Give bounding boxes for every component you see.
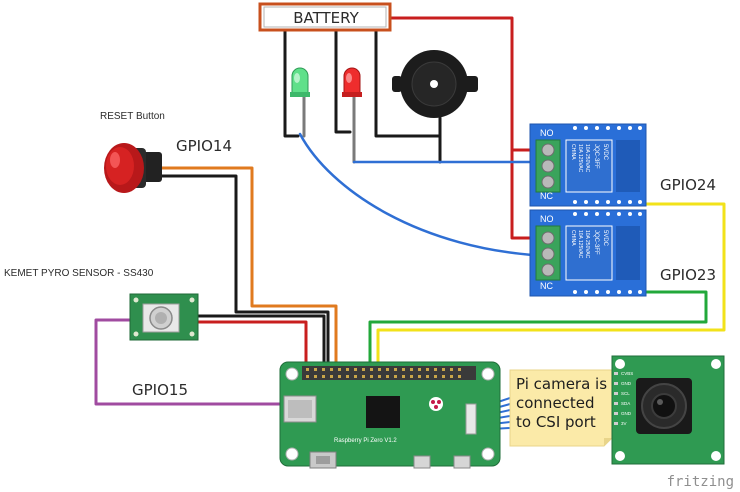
battery: BATTERY — [258, 2, 392, 32]
gpio23-label: GPIO23 — [660, 266, 716, 284]
camera-pin-label: SCL — [621, 391, 630, 396]
relay2-nc-label: NC — [540, 281, 553, 291]
relay2-brand: JQC-3FF — [593, 230, 599, 255]
camera-pin-label: GND — [621, 411, 632, 416]
buzzer — [392, 50, 478, 118]
relay-module-2: NO NC 5VDC JQC-3FF 10A 250VAC 10A 125VAC… — [529, 209, 647, 297]
camera-pin-label: SDA — [621, 401, 630, 406]
relay1-spec-2: 10A 125VAC — [577, 144, 583, 173]
relay2-made-in: CHINA — [570, 230, 576, 246]
relay2-spec-1: 10A 250VAC — [584, 230, 590, 259]
wire-battery-black-2 — [334, 28, 352, 134]
reset-button: RESET Button — [100, 111, 165, 193]
relay1-brand: JQC-3FF — [593, 144, 599, 169]
wire-battery-black-3 — [374, 28, 442, 138]
relay2-no-label: NO — [540, 214, 554, 224]
wire-reset-orange — [158, 166, 338, 372]
battery-label: BATTERY — [293, 9, 359, 27]
wire-reset-black — [158, 174, 330, 372]
pyro-sensor-label: KEMET PYRO SENSOR - SS430 — [4, 268, 154, 279]
relay1-no-label: NO — [540, 128, 554, 138]
fritzing-watermark: fritzing — [667, 474, 734, 490]
wire-pyro-purple — [94, 318, 302, 406]
camera-pin-label: 3V — [621, 421, 627, 426]
gpio14-label: GPIO14 — [176, 137, 232, 155]
wire-battery-black-1 — [283, 28, 300, 138]
relay1-coil: 5VDC — [602, 144, 608, 161]
camera-pin-label: GND — [621, 381, 632, 386]
relay1-nc-label: NC — [540, 191, 553, 201]
wire-gpio23-green — [368, 290, 708, 372]
raspberry-pi-zero: Raspberry Pi Zero V1.2 — [279, 361, 501, 469]
note-line-2: connected — [516, 394, 595, 412]
camera-pins: CVBS GND SCL SDA GND 3V — [614, 371, 633, 426]
note-line-3: to CSI port — [516, 413, 596, 431]
relay-module-1: NO NC 5VDC JQC-3FF 10A 250VAC 10A 125VAC… — [529, 123, 647, 207]
camera-note: Pi camera is connected to CSI port — [509, 369, 613, 447]
wire-pyro-black — [194, 314, 326, 372]
pi-board-name: Raspberry Pi Zero V1.2 — [334, 438, 397, 444]
wire-pyro-red — [194, 320, 308, 372]
pyro-sensor — [129, 293, 199, 341]
gpio15-label: GPIO15 — [132, 381, 188, 399]
raspberry-logo-icon — [429, 397, 443, 411]
relay1-made-in: CHINA — [570, 144, 576, 160]
relay1-spec-1: 10A 250VAC — [584, 144, 590, 173]
relay2-coil: 5VDC — [602, 230, 608, 247]
wire-gpio24-yellow — [376, 202, 726, 372]
camera-pin-label: CVBS — [621, 371, 633, 376]
red-led — [342, 67, 362, 97]
gpio24-label: GPIO24 — [660, 176, 716, 194]
wire-led-to-relay2 — [298, 132, 550, 258]
green-led — [290, 67, 310, 97]
pi-camera-module: CVBS GND SCL SDA GND 3V — [611, 355, 725, 465]
relay2-spec-2: 10A 125VAC — [577, 230, 583, 259]
note-line-1: Pi camera is — [516, 375, 607, 393]
reset-button-label: RESET Button — [100, 111, 165, 122]
